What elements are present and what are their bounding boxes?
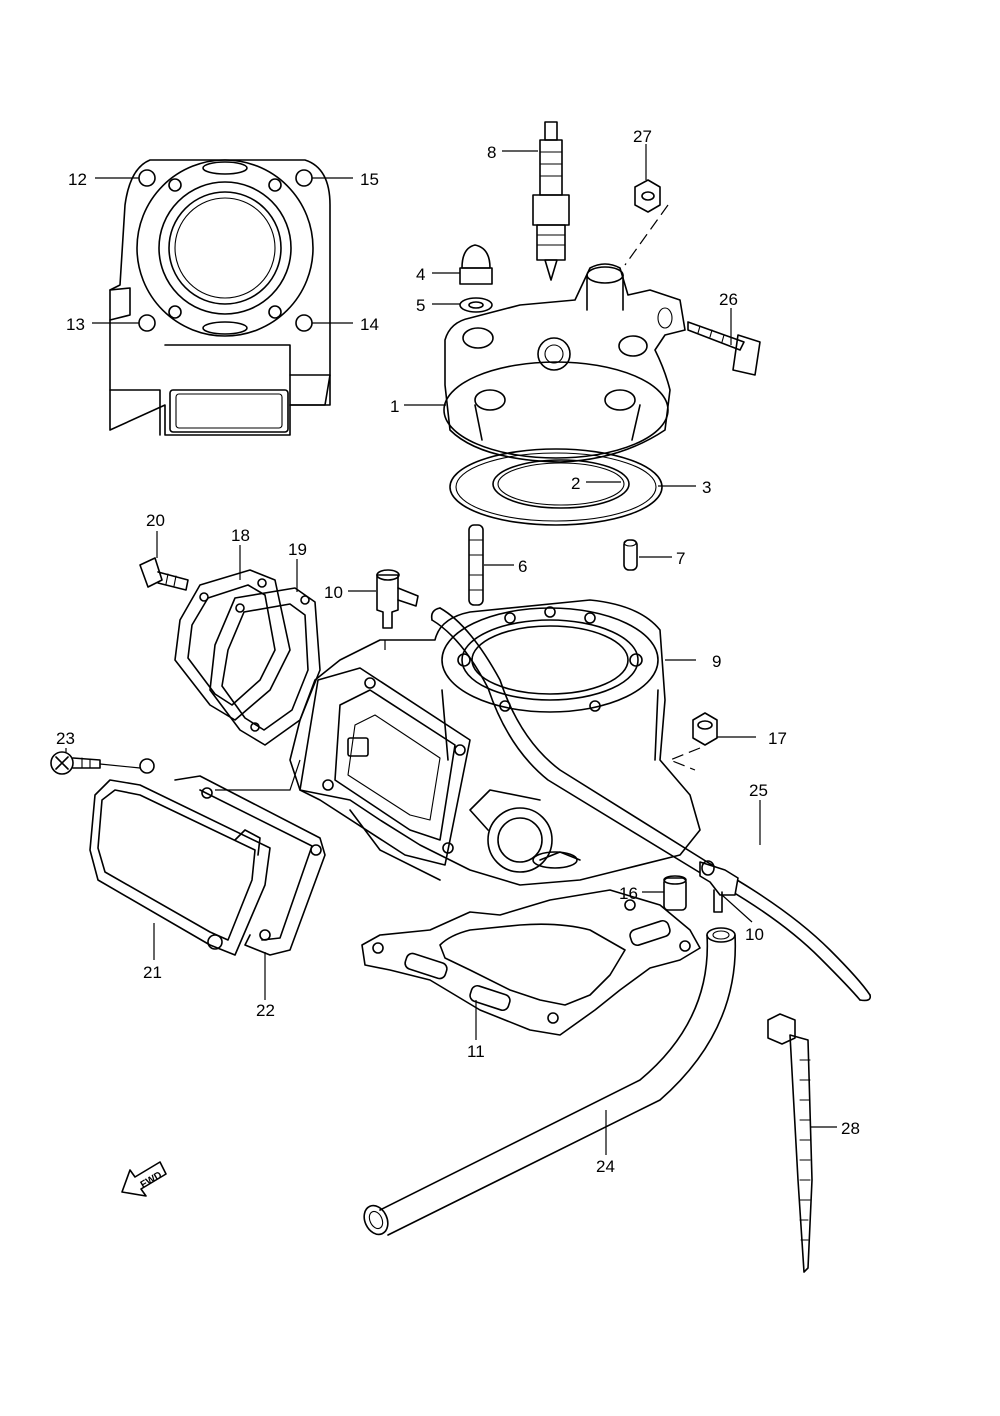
callout-17: 17 — [768, 729, 787, 748]
callout-10-lower: 10 — [745, 925, 764, 944]
washer — [459, 297, 493, 313]
reed-gasket-18 — [174, 569, 291, 721]
leader-line — [99, 763, 141, 769]
flange-nut — [634, 179, 661, 213]
callout-9: 9 — [712, 652, 721, 671]
gasket-22 — [174, 775, 326, 956]
cylinder-top-view — [109, 159, 331, 436]
bolt-20 — [139, 557, 189, 591]
leader-line — [215, 759, 301, 791]
stud-bolt — [468, 524, 484, 606]
head-o-ring-inner — [492, 459, 630, 509]
cylinder-head — [443, 263, 686, 463]
flange-bolt — [687, 321, 761, 376]
callout-14: 14 — [360, 315, 379, 334]
base-gasket — [361, 889, 701, 1036]
dowel-pin — [623, 539, 638, 571]
cap-nut — [459, 244, 493, 285]
callout-11: 11 — [467, 1042, 485, 1061]
callout-21: 21 — [143, 963, 162, 982]
callout-26: 26 — [719, 290, 738, 309]
callout-23: 23 — [56, 729, 75, 748]
callout-2: 2 — [571, 474, 580, 493]
bolt-23 — [50, 751, 101, 775]
callout-5: 5 — [416, 296, 425, 315]
hose-fitting-upper — [376, 569, 419, 629]
callout-16: 16 — [619, 884, 638, 903]
callout-22: 22 — [256, 1001, 275, 1020]
cylinder — [289, 599, 701, 886]
forward-arrow-icon — [121, 1161, 167, 1197]
head-o-ring-outer — [449, 448, 663, 526]
water-hose — [430, 607, 872, 1002]
callout-12: 12 — [68, 170, 87, 189]
callout-28: 28 — [841, 1119, 860, 1138]
cylinder-nut — [692, 712, 718, 746]
spacer-collar — [663, 875, 687, 911]
cable-tie — [767, 1013, 813, 1273]
callout-20: 20 — [146, 511, 165, 530]
spark-plug — [532, 121, 570, 281]
callout-10-upper: 10 — [324, 583, 343, 602]
callout-1: 1 — [390, 397, 399, 416]
callout-7: 7 — [676, 549, 685, 568]
reed-gasket-19 — [209, 587, 321, 746]
callout-4: 4 — [416, 265, 425, 284]
callout-labels: 12 15 13 14 8 27 4 5 26 1 2 3 6 7 10 9 1… — [56, 127, 860, 1176]
callout-27: 27 — [633, 127, 652, 146]
callout-18: 18 — [231, 526, 250, 545]
callout-13: 13 — [66, 315, 85, 334]
long-hose — [363, 927, 737, 1236]
cover-21 — [89, 758, 271, 956]
callout-25: 25 — [749, 781, 768, 800]
callout-6: 6 — [518, 557, 527, 576]
hose-fitting-lower — [699, 860, 739, 913]
dashed-leader — [624, 204, 669, 266]
callout-3: 3 — [702, 478, 711, 497]
callout-19: 19 — [288, 540, 307, 559]
fwd-marker: FWD — [121, 1161, 167, 1197]
callout-8: 8 — [487, 143, 496, 162]
callout-leaders — [65, 144, 837, 1155]
callout-24: 24 — [596, 1157, 615, 1176]
dashed-leader — [668, 747, 701, 771]
callout-15: 15 — [360, 170, 379, 189]
